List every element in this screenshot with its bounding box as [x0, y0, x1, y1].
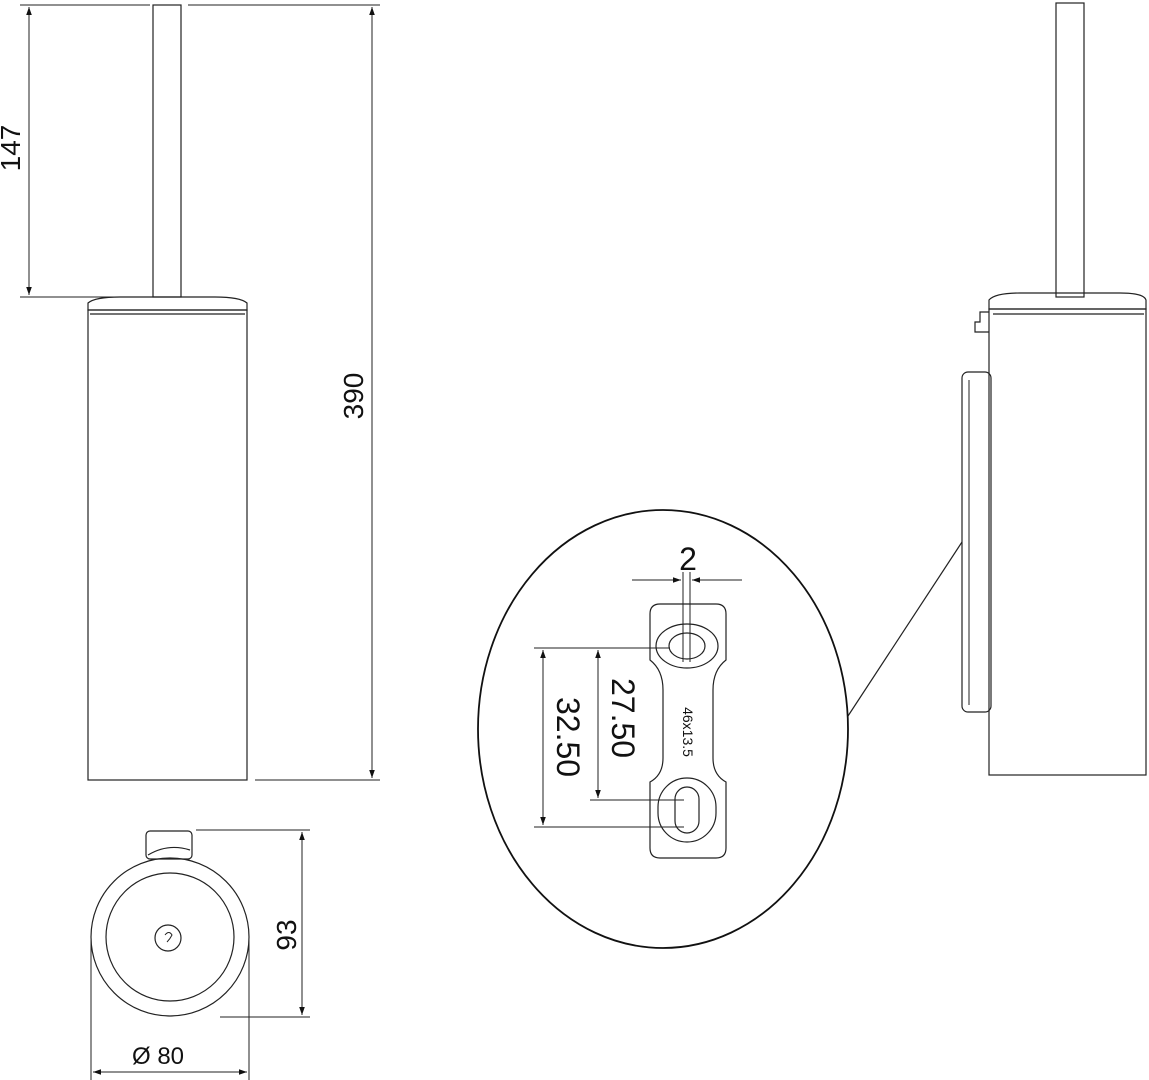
top-view: 93 Ø 80	[90, 829, 310, 1080]
dim-label-390: 390	[338, 373, 369, 420]
side-lid	[988, 292, 1147, 310]
brush-handle	[152, 4, 182, 298]
center-hole	[154, 924, 182, 952]
detail-view: 46x13.5 2 27.50 32.50	[477, 509, 849, 949]
side-brush-handle	[1055, 2, 1085, 298]
inner-circle	[105, 872, 235, 1002]
wall-plate	[961, 371, 992, 713]
detail-leader-line	[847, 541, 963, 717]
side-body	[988, 308, 1147, 776]
front-view: 147 390	[0, 4, 380, 781]
dimension-diameter: Ø 80	[90, 940, 250, 1080]
outer-circle	[90, 857, 250, 1017]
dim-label-diameter: Ø 80	[132, 1043, 184, 1070]
dim-label-27-50: 27.50	[605, 678, 641, 758]
dim-label-93: 93	[271, 919, 302, 950]
bracket-plate	[649, 603, 727, 859]
dimension-slot-width: 2	[632, 541, 742, 662]
dimension-inner-spacing: 27.50	[586, 647, 684, 801]
dimension-depth: 93	[196, 829, 310, 1018]
dim-label-32-50: 32.50	[550, 697, 586, 777]
plate-label: 46x13.5	[680, 707, 696, 757]
dimension-handle-height: 147	[0, 4, 150, 298]
holder-lid	[87, 296, 248, 311]
side-clip	[974, 311, 989, 333]
detail-ellipse	[477, 509, 849, 949]
dimension-outer-spacing: 32.50	[534, 647, 684, 828]
lower-slot	[657, 777, 717, 843]
upper-slot	[655, 623, 719, 669]
side-view	[847, 2, 1147, 776]
wall-bracket	[145, 830, 193, 860]
dim-label-2: 2	[679, 541, 697, 577]
holder-body	[87, 309, 248, 781]
dim-label-147: 147	[0, 125, 26, 172]
dimension-total-height: 390	[188, 4, 380, 781]
